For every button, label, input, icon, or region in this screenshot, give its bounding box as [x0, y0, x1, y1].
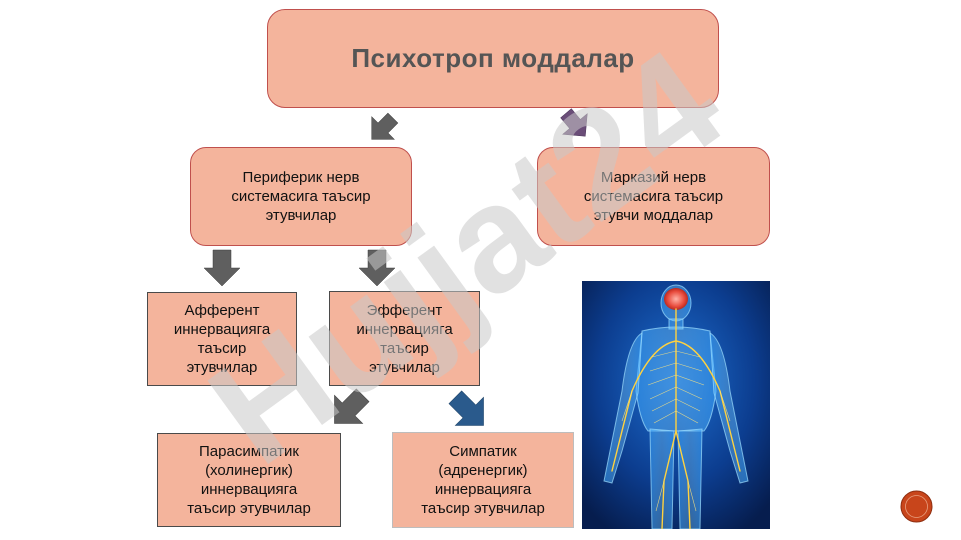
arrow-efferent-to-sympathetic	[448, 390, 484, 426]
page-number-badge-icon	[900, 490, 933, 523]
arrow-peripheral-to-afferent	[203, 249, 241, 287]
arrow-title-to-central	[560, 108, 588, 137]
sympathetic-text: Симпатик (адренергик) иннервацияга таъси…	[421, 443, 545, 517]
efferent-box: Эфферент иннервацияга таъсир этувчилар	[329, 291, 480, 386]
afferent-text: Афферент иннервацияга таъсир этувчилар	[173, 302, 271, 376]
nervous-system-image	[582, 281, 770, 529]
sympathetic-box: Симпатик (адренергик) иннервацияга таъси…	[392, 432, 574, 528]
central-nervous-system-box: Марказий нерв системасига таъсир этувчи …	[537, 147, 770, 246]
arrow-title-to-peripheral	[371, 112, 399, 140]
afferent-box: Афферент иннервацияга таъсир этувчилар	[147, 292, 297, 386]
parasympathetic-box: Парасимпатик (холинергик) иннервацияга т…	[157, 433, 341, 527]
title-text: Психотроп моддалар	[351, 43, 635, 73]
peripheral-nervous-system-box: Периферик нерв системасига таъсир этувчи…	[190, 147, 412, 246]
title-box: Психотроп моддалар	[267, 9, 719, 108]
arrow-peripheral-to-efferent	[358, 249, 396, 287]
parasympathetic-text: Парасимпатик (холинергик) иннервацияга т…	[187, 443, 311, 517]
arrow-efferent-to-parasympathetic	[334, 388, 370, 424]
efferent-text: Эфферент иннервацияга таъсир этувчилар	[356, 301, 453, 376]
peripheral-text: Периферик нерв системасига таъсир этувчи…	[231, 169, 371, 224]
central-text: Марказий нерв системасига таъсир этувчи …	[583, 169, 724, 224]
